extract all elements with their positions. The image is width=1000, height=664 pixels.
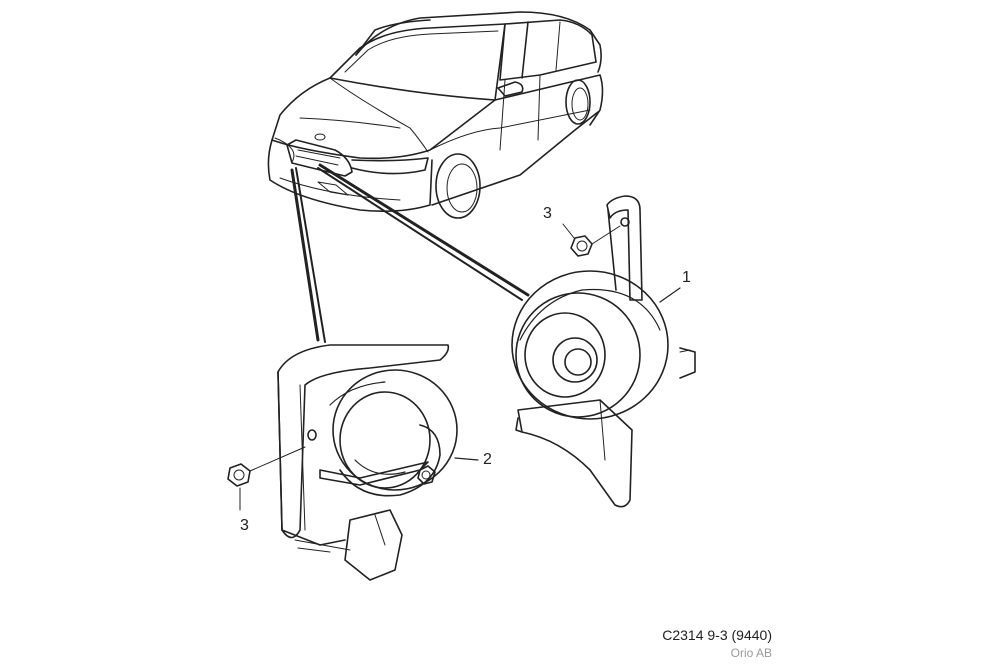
- leader-lines: [290, 163, 530, 343]
- horn-1: [511, 195, 696, 508]
- horn-2: [277, 344, 458, 581]
- diagram-code: C2314 9-3 (9440): [662, 627, 772, 643]
- publisher-name: Orio AB: [730, 646, 772, 660]
- nut-upper: [562, 223, 621, 257]
- nut-lower: [227, 446, 306, 511]
- callout-2: 2: [483, 451, 492, 468]
- callout-3-lower: 3: [240, 517, 249, 534]
- callout-3-upper: 3: [543, 205, 552, 222]
- callout-1: 1: [682, 269, 691, 286]
- car-illustration: [267, 11, 604, 219]
